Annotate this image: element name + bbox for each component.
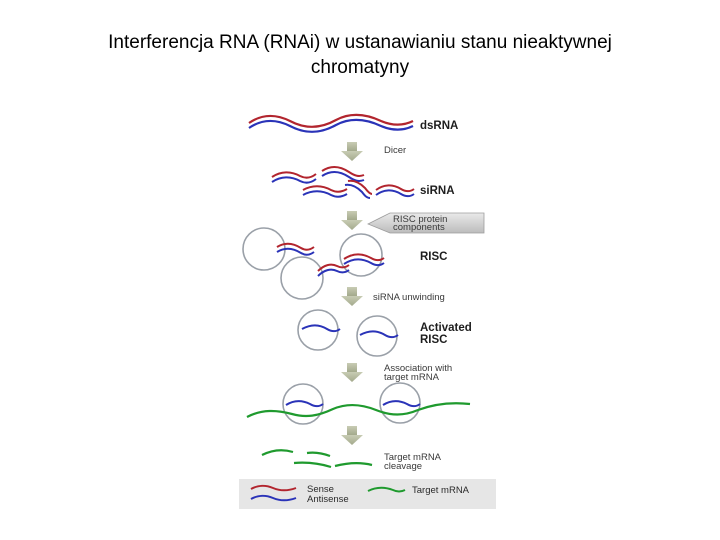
risc-complexes bbox=[242, 227, 385, 300]
cleaved-mrna-fragments bbox=[261, 449, 373, 469]
antisense-strand bbox=[359, 330, 399, 339]
label-sirna: siRNA bbox=[420, 185, 455, 197]
sirna-fragment bbox=[321, 166, 365, 182]
legend-target-label: Target mRNA bbox=[412, 485, 470, 496]
legend-item-target: Target mRNA bbox=[367, 485, 470, 496]
label-risc-components: components bbox=[393, 222, 445, 233]
antisense-strand bbox=[301, 324, 341, 333]
activated-risc bbox=[297, 309, 399, 357]
sirna-fragment bbox=[302, 185, 348, 198]
mrna-fragment bbox=[334, 462, 373, 468]
label-dsrna: dsRNA bbox=[420, 120, 458, 132]
legend-sense-label: Sense bbox=[307, 484, 334, 495]
antisense-strand bbox=[285, 400, 324, 408]
label-dicer: Dicer bbox=[384, 145, 406, 156]
legend: Sense Antisense Target mRNA bbox=[239, 479, 496, 509]
title-line-2: chromatyny bbox=[310, 57, 410, 78]
label-association: Association with bbox=[384, 363, 452, 374]
antisense-strand bbox=[382, 400, 421, 408]
arrow-icon bbox=[341, 142, 363, 161]
risc-circle bbox=[280, 256, 324, 300]
arrow-icon bbox=[341, 287, 363, 306]
label-risc-protein: RISC protein bbox=[393, 214, 447, 225]
title-line-1: Interferencja RNA (RNAi) w ustanawianiu … bbox=[108, 32, 612, 53]
label-cleavage: cleavage bbox=[384, 461, 422, 472]
risc-circle bbox=[379, 382, 421, 424]
dsrna-sense-strand bbox=[248, 113, 414, 128]
label-target-mrna: target mRNA bbox=[384, 372, 440, 383]
dsrna-antisense-strand bbox=[248, 118, 414, 133]
mrna-fragment bbox=[261, 449, 294, 456]
arrow-icon bbox=[341, 363, 363, 382]
page-title: Interferencja RNA (RNAi) w ustanawianiu … bbox=[60, 30, 660, 80]
sirna-fragment bbox=[375, 184, 415, 198]
arrow-icon bbox=[341, 426, 363, 445]
sirna-fragment bbox=[271, 171, 317, 184]
sirna-fragment bbox=[344, 179, 373, 199]
label-risc: RISC bbox=[420, 251, 447, 263]
legend-antisense-label: Antisense bbox=[307, 494, 349, 505]
mrna-fragment bbox=[293, 461, 332, 469]
target-association bbox=[246, 382, 471, 425]
label-activated: Activated bbox=[420, 322, 472, 334]
label-sirna-unwinding: siRNA unwinding bbox=[373, 292, 445, 303]
sirna-fragments bbox=[271, 166, 415, 199]
risc-circle bbox=[356, 315, 398, 357]
mrna-fragment bbox=[306, 451, 331, 458]
label-activated-risc: RISC bbox=[420, 334, 447, 346]
legend-item-antisense: Antisense bbox=[250, 494, 349, 505]
legend-item-sense: Sense bbox=[250, 484, 334, 495]
label-target-mrna-top: Target mRNA bbox=[384, 452, 442, 463]
risc-protein-callout: RISC protein components bbox=[367, 212, 485, 234]
arrow-icon bbox=[341, 211, 363, 230]
risc-circle bbox=[242, 227, 286, 271]
dsrna-strand bbox=[248, 113, 414, 133]
target-mrna-strand bbox=[246, 402, 471, 418]
risc-circle bbox=[339, 233, 383, 277]
